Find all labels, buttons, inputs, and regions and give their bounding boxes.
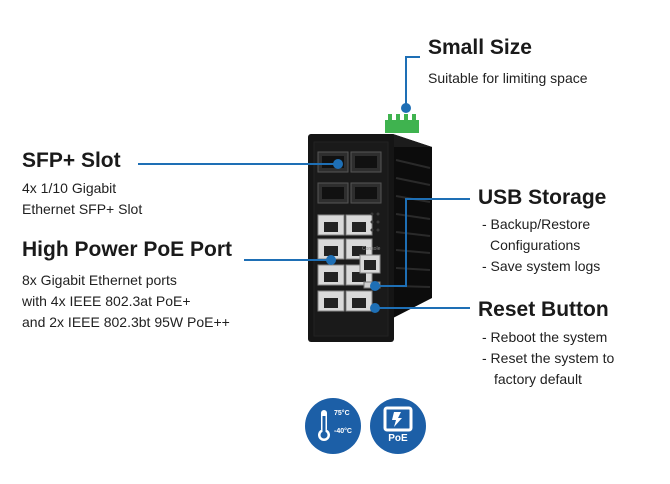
temperature-high: 75°C: [334, 410, 350, 417]
reset-connector: [378, 307, 470, 309]
poe-port-desc-line: and 2x IEEE 802.3bt 95W PoE++: [22, 314, 230, 330]
usb-connector-h2: [378, 285, 407, 287]
small-size-dot: [401, 103, 411, 113]
reset-button-item: - Reboot the system: [482, 329, 608, 345]
reset-button-title: Reset Button: [478, 298, 609, 321]
poe-dot: [326, 255, 336, 265]
console-label: Console: [362, 246, 381, 252]
reset-button-item: factory default: [494, 371, 582, 387]
usb-connector-v: [405, 198, 407, 286]
usb-storage-title: USB Storage: [478, 186, 607, 209]
poe-connector: [244, 259, 331, 261]
small-size-connector-v: [405, 56, 407, 108]
temperature-low: -40°C: [334, 428, 352, 435]
poe-icon: [383, 406, 413, 432]
poe-port-desc-line: 8x Gigabit Ethernet ports: [22, 272, 177, 288]
poe-port-desc-line: with 4x IEEE 802.3at PoE+: [22, 293, 191, 309]
poe-badge: PoE: [370, 398, 426, 454]
temperature-badge: 75°C -40°C: [305, 398, 361, 454]
sfp-connector: [138, 163, 338, 165]
sfp-slot-desc-line: Ethernet SFP+ Slot: [22, 201, 143, 217]
sfp-slot-title: SFP+ Slot: [22, 149, 121, 172]
poe-port-desc: 8x Gigabit Ethernet ports with 4x IEEE 8…: [22, 270, 230, 333]
poe-port-title: High Power PoE Port: [22, 238, 233, 261]
small-size-connector-h: [406, 56, 420, 58]
status-leds: [370, 212, 380, 232]
small-size-desc: Suitable for limiting space: [428, 70, 588, 86]
usb-connector-h: [406, 198, 470, 200]
poe-badge-label: PoE: [388, 433, 408, 444]
usb-storage-item: Configurations: [490, 237, 581, 253]
reset-button-item: - Reset the system to: [482, 350, 615, 366]
reset-dot: [370, 303, 380, 313]
usb-storage-list: - Backup/Restore Configurations - Save s…: [482, 214, 600, 277]
small-size-title: Small Size: [428, 36, 532, 59]
usb-storage-item: - Save system logs: [482, 258, 601, 274]
sfp-slot-desc: 4x 1/10 Gigabit Ethernet SFP+ Slot: [22, 178, 142, 220]
usb-storage-item: - Backup/Restore: [482, 216, 591, 232]
sfp-slot-desc-line: 4x 1/10 Gigabit: [22, 180, 117, 196]
reset-button-list: - Reboot the system - Reset the system t…: [482, 327, 614, 390]
usb-dot: [370, 281, 380, 291]
terminal-block: [385, 120, 419, 133]
thermometer-icon: [318, 410, 330, 441]
sfp-dot: [333, 159, 343, 169]
